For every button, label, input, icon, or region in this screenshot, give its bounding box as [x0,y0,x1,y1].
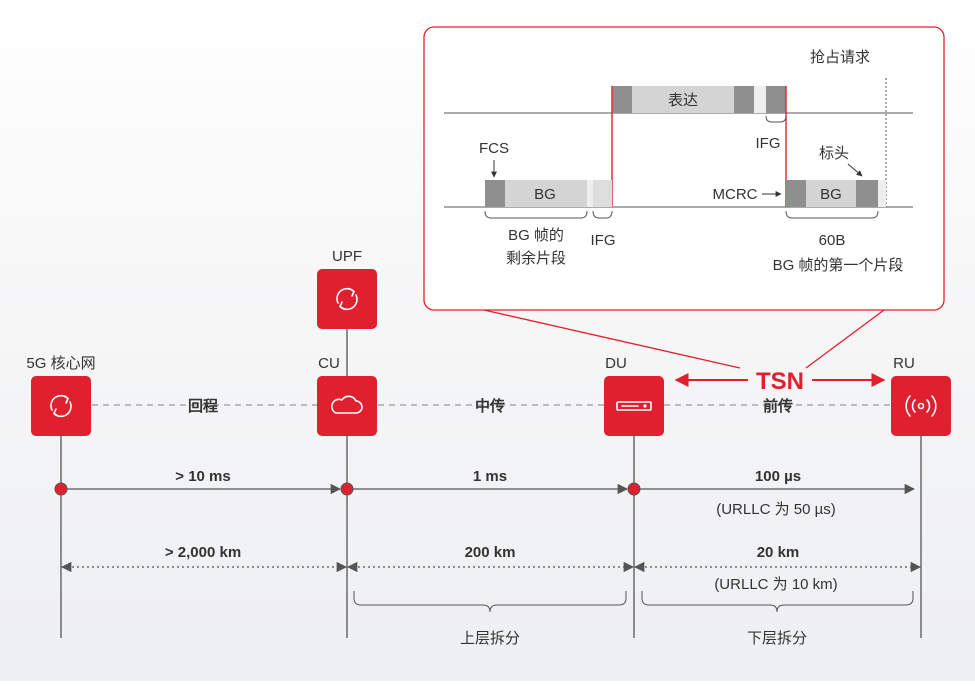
ifg-lower-label: IFG [591,232,616,249]
size-label: 60B [819,232,846,249]
bg-right-label: BG [820,186,842,203]
express-frame: 表达 [612,86,786,113]
cu-node [317,376,377,436]
lower-split-brace [641,591,914,613]
bg-left-label: BG [534,186,556,203]
tsn-label: TSN [756,368,804,395]
distance-backhaul: > 2,000 km [165,544,241,561]
core-label: 5G 核心网 [26,355,95,372]
remaining-label-line2: 剩余片段 [506,249,566,267]
express-label: 表达 [668,92,698,109]
header-arrow [847,163,863,177]
latency-fronthaul: 100 µs [755,468,801,485]
mcrc-label: MCRC [713,186,758,203]
cloud-icon [331,395,363,414]
du-node [604,376,664,436]
ifg-lower-brace [592,210,613,219]
radio-icon [905,395,937,417]
distance-fronthaul: 20 km [757,544,800,561]
upper-split-label: 上层拆分 [460,630,520,647]
ru-node [891,376,951,436]
preemption-inset: 表达 抢占请求 IFG BG FCS BG 帧的 剩余片段 IFG [423,26,945,311]
cu-label: CU [318,355,340,372]
fronthaul-label: 前传 [763,397,793,415]
backhaul-label: 回程 [188,398,218,415]
latency-dot-du [627,482,641,496]
sync-icon [336,287,358,311]
du-label: DU [605,355,627,372]
inset-frame [423,26,945,311]
latency-dot-core [54,482,68,496]
tsn-callout-right [805,309,885,369]
header-label: 标头 [819,145,849,162]
latency-midhaul: 1 ms [473,468,507,485]
distance-midhaul: 200 km [465,544,516,561]
upf-node [317,269,377,329]
ru-label: RU [893,355,915,372]
tsn-callout-left [483,309,741,369]
upper-split-brace [353,591,627,613]
sync-icon [50,394,72,418]
distance-fronthaul-note: (URLLC 为 10 km) [714,576,837,593]
remaining-brace [484,210,588,219]
ifg-upper-brace [765,115,787,123]
fcs-label: FCS [479,140,509,157]
latency-backhaul: > 10 ms [175,468,230,485]
server-icon [616,401,652,411]
bg-first-fragment: BG [786,180,886,207]
first-fragment-label: BG 帧的第一个片段 [773,256,904,274]
midhaul-label: 中传 [475,397,505,415]
preempt-request-label: 抢占请求 [810,48,870,66]
bg-remaining-fragment: BG [485,180,612,207]
latency-fronthaul-note: (URLLC 为 50 µs) [716,501,836,518]
core-node [31,376,91,436]
size-brace [785,210,879,219]
latency-dot-cu [340,482,354,496]
remaining-label-line1: BG 帧的 [508,227,564,244]
ifg-upper-label: IFG [756,135,781,152]
upf-label: UPF [332,248,362,265]
lower-split-label: 下层拆分 [747,630,807,647]
